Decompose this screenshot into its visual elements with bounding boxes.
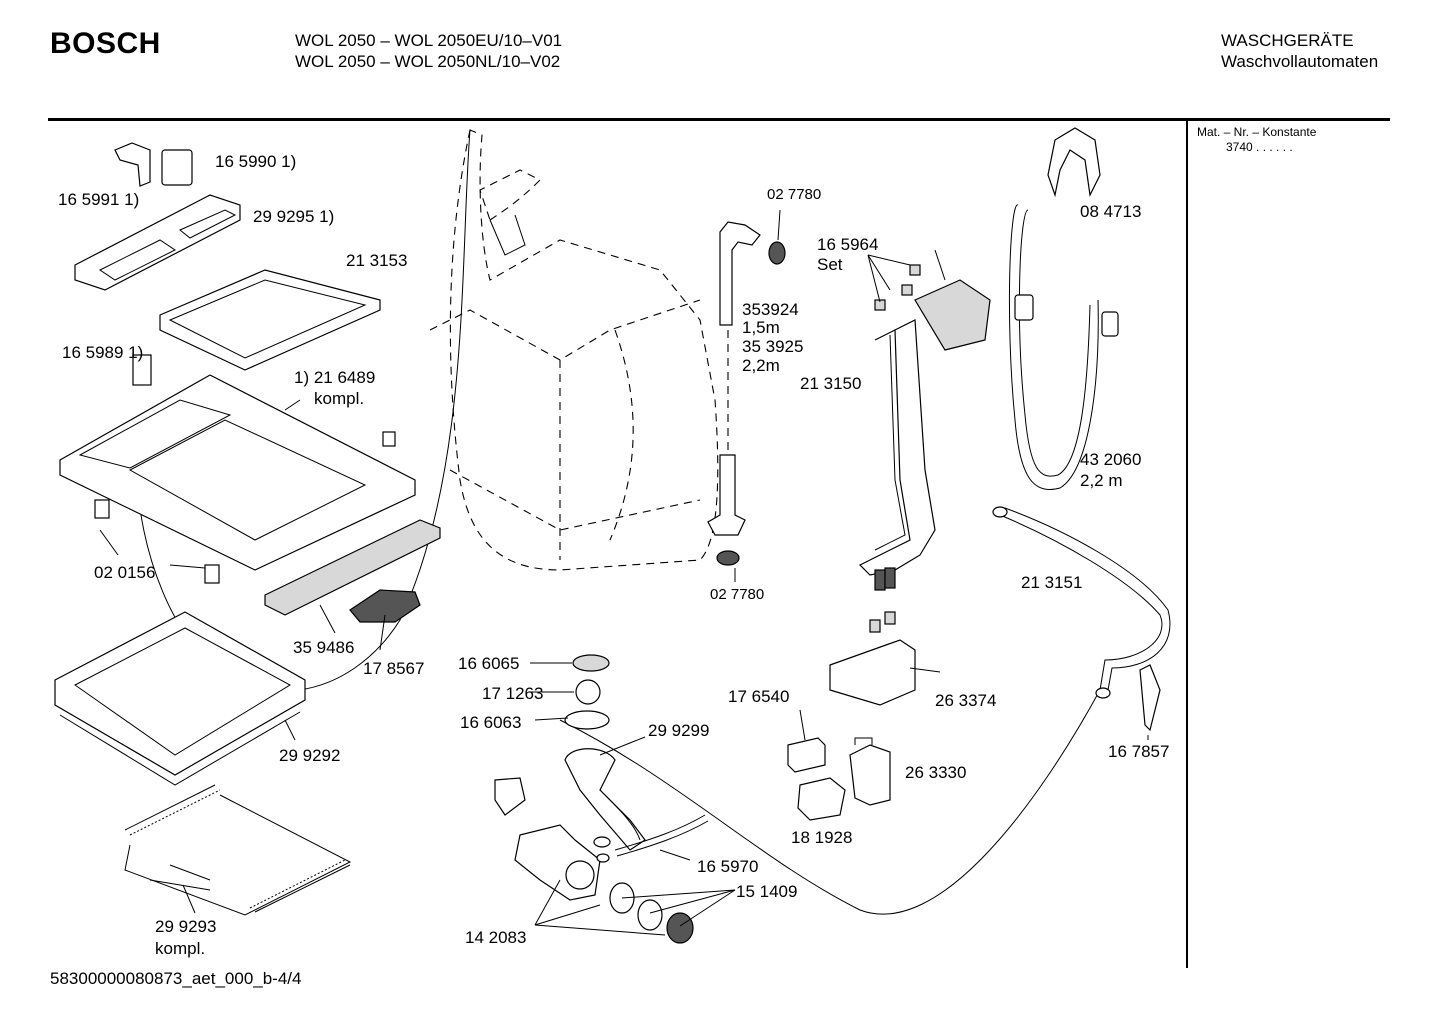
part-label-216489: 1) 21 6489 — [294, 368, 376, 387]
part-label-353925: 35 3925 — [742, 337, 804, 356]
part-label-176540: 17 6540 — [728, 687, 790, 706]
hinge-bar — [264, 519, 441, 623]
part-label-359486: 35 9486 — [293, 638, 355, 657]
part-label-027780-bottom: 02 7780 — [710, 586, 765, 603]
part-label-432060: 43 2060 — [1080, 450, 1142, 469]
part-label-216489-kompl: kompl. — [314, 389, 365, 408]
part-label-299293: 29 9293 — [155, 917, 217, 936]
inlet-pipes — [858, 249, 991, 591]
part-label-263374: 26 3374 — [935, 691, 997, 710]
part-label-165970: 16 5970 — [697, 857, 759, 876]
part-label-171263: 17 1263 — [482, 684, 544, 703]
part-label-084713: 08 4713 — [1080, 202, 1142, 221]
valve-263330 — [849, 737, 891, 806]
part-label-142083: 14 2083 — [465, 928, 527, 947]
header-divider — [48, 118, 1390, 121]
part-label-213151: 21 3151 — [1021, 573, 1083, 592]
bosch-logo: BOSCH — [50, 27, 161, 60]
part-label-299299: 29 9299 — [648, 721, 710, 740]
part-label-263330: 26 3330 — [905, 763, 967, 782]
drain-hose — [992, 127, 1171, 732]
valve-block-263374 — [829, 611, 941, 706]
category-line-2: Waschvollautomaten — [1221, 52, 1379, 71]
part-label-length-22: 2,2m — [742, 356, 780, 375]
part-label-299292: 29 9292 — [279, 746, 341, 765]
model-designations: WOL 2050 – WOL 2050EU/10–V01 WOL 2050 – … — [295, 30, 562, 72]
part-label-165964-set: Set — [817, 255, 843, 274]
reference-curve-left — [137, 129, 471, 692]
part-label-166065: 16 6065 — [458, 654, 520, 673]
model-line-2: WOL 2050 – WOL 2050NL/10–V02 — [295, 52, 561, 71]
material-number-label: Mat. – Nr. – Konstante — [1197, 125, 1317, 139]
inlet-hose — [707, 221, 786, 566]
part-label-165989: 16 5989 1) — [62, 343, 144, 362]
top-panel-frame — [59, 354, 416, 584]
part-label-151409: 15 1409 — [736, 882, 798, 901]
lid-frame — [54, 611, 306, 786]
lid-spring-set — [124, 784, 352, 916]
part-label-020156: 02 0156 — [94, 563, 156, 582]
part-label-length-15: 1,5m — [742, 318, 780, 337]
part-label-167857: 16 7857 — [1108, 742, 1170, 761]
part-label-165990: 16 5990 1) — [215, 152, 297, 171]
tub-outline — [429, 129, 719, 571]
part-label-299293-kompl: kompl. — [155, 939, 206, 958]
material-number-panel: Mat. – Nr. – Konstante 3740 . . . . . . — [1197, 125, 1316, 155]
side-panel-divider — [1186, 118, 1188, 968]
part-label-165991: 16 5991 1) — [58, 190, 140, 209]
part-label-213153: 21 3153 — [346, 251, 408, 270]
appliance-category: WASCHGERÄTE Waschvollautomaten — [1221, 30, 1378, 72]
part-label-165964: 16 5964 — [817, 235, 879, 254]
part-label-213150: 21 3150 — [800, 374, 862, 393]
document-id: 58300000080873_aet_000_b-4/4 — [50, 969, 302, 988]
detergent-parts — [74, 142, 381, 371]
reference-curve-bottom — [559, 689, 1101, 915]
part-label-353924: 353924 — [742, 300, 799, 319]
part-label-178567: 17 8567 — [363, 659, 425, 678]
part-label-166063: 16 6063 — [460, 713, 522, 732]
part-label-181928: 18 1928 — [791, 828, 853, 847]
category-line-1: WASCHGERÄTE — [1221, 31, 1354, 50]
leader-lines — [99, 209, 1149, 936]
part-label-299295: 29 9295 1) — [253, 207, 335, 226]
filter-181928 — [797, 777, 846, 821]
clip-176540 — [787, 737, 826, 773]
drain-pump-assembly — [494, 654, 709, 944]
model-line-1: WOL 2050 – WOL 2050EU/10–V01 — [295, 31, 563, 50]
part-label-027780-top: 02 7780 — [767, 186, 822, 203]
material-number-value: 3740 . . . . . . — [1226, 140, 1293, 154]
part-label-432060-length: 2,2 m — [1080, 471, 1123, 490]
